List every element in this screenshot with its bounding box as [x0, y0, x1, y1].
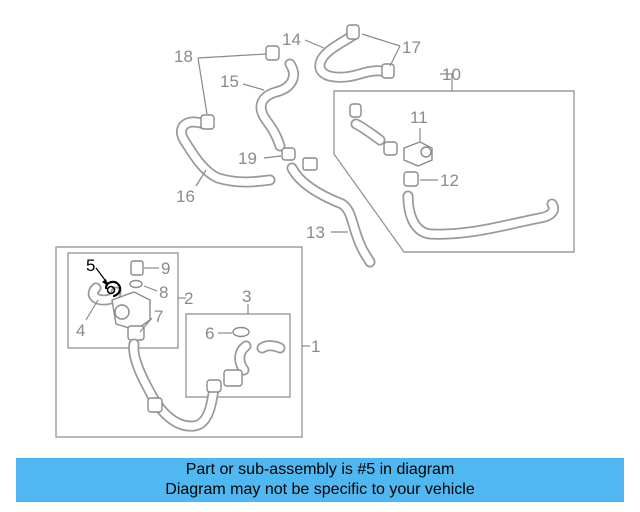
callout-6: 6: [205, 324, 214, 343]
callout-11: 11: [410, 108, 428, 127]
leader-5-arrowhead: [102, 279, 108, 286]
info-banner: Part or sub-assembly is #5 in diagram Di…: [16, 458, 624, 502]
assembly-frame-1: [55, 246, 303, 438]
callout-3: 3: [242, 287, 251, 306]
hose-10-inner: [402, 190, 559, 240]
leader-16: [195, 169, 207, 187]
hose-15: [255, 58, 299, 152]
leader-10: [440, 73, 453, 91]
callout-10: 10: [442, 65, 461, 84]
leader-17b: [389, 45, 401, 67]
leader-7: [139, 317, 153, 333]
clamp-17-top: [346, 24, 360, 40]
leader-4: [85, 299, 99, 321]
banner-line-part: Part or sub-assembly is #5 in diagram: [185, 461, 455, 478]
assembly-frame-3: [185, 313, 291, 398]
parts-diagram: 14 17 18 15 10 11 12 19 16 13 5 9 8 2 7 …: [55, 24, 575, 438]
callout-18: 18: [174, 47, 193, 66]
leader-19: [263, 155, 282, 159]
banner-line-disclaimer: Diagram may not be specific to your vehi…: [165, 481, 475, 498]
clamp-18-top: [265, 45, 280, 61]
leader-15: [242, 83, 265, 91]
oring-8: [129, 279, 143, 289]
leader-18b: [197, 57, 208, 115]
callout-1: 1: [311, 337, 320, 356]
clamp-17-bottom: [381, 63, 395, 79]
lower-hose-1: [128, 338, 222, 432]
callout-2: 2: [184, 289, 193, 308]
fitting-11: [403, 141, 433, 167]
assembly-frame-2: [67, 252, 179, 349]
callout-12: 12: [440, 171, 459, 190]
thermostat-housing-2: [111, 291, 151, 341]
clamp-19: [281, 147, 296, 161]
callout-17: 17: [402, 38, 421, 57]
callout-16: 16: [176, 187, 195, 206]
clamp-12: [403, 171, 419, 187]
leader-17a: [361, 33, 401, 47]
callout-14: 14: [282, 30, 301, 49]
leader-18a: [197, 53, 267, 59]
small-hose-10: [349, 103, 398, 156]
pipe-13: [286, 157, 376, 268]
callout-9: 9: [161, 259, 170, 278]
callout-13: 13: [306, 223, 325, 242]
callout-7: 7: [154, 307, 163, 326]
callout-5: 5: [86, 256, 95, 275]
callout-4: 4: [76, 321, 85, 340]
assembly-frame-10: [333, 90, 575, 253]
leader-14: [304, 39, 325, 49]
elbow-hose-3: [223, 340, 286, 387]
hose-14: [314, 30, 392, 83]
callout-19: 19: [238, 149, 257, 168]
sensor-9: [130, 260, 144, 276]
clamp-18-left: [200, 114, 215, 130]
callout-15: 15: [220, 72, 239, 91]
oring-6: [232, 326, 250, 338]
leader-8: [143, 285, 158, 292]
callout-8: 8: [159, 283, 168, 302]
hose-16: [176, 116, 276, 188]
